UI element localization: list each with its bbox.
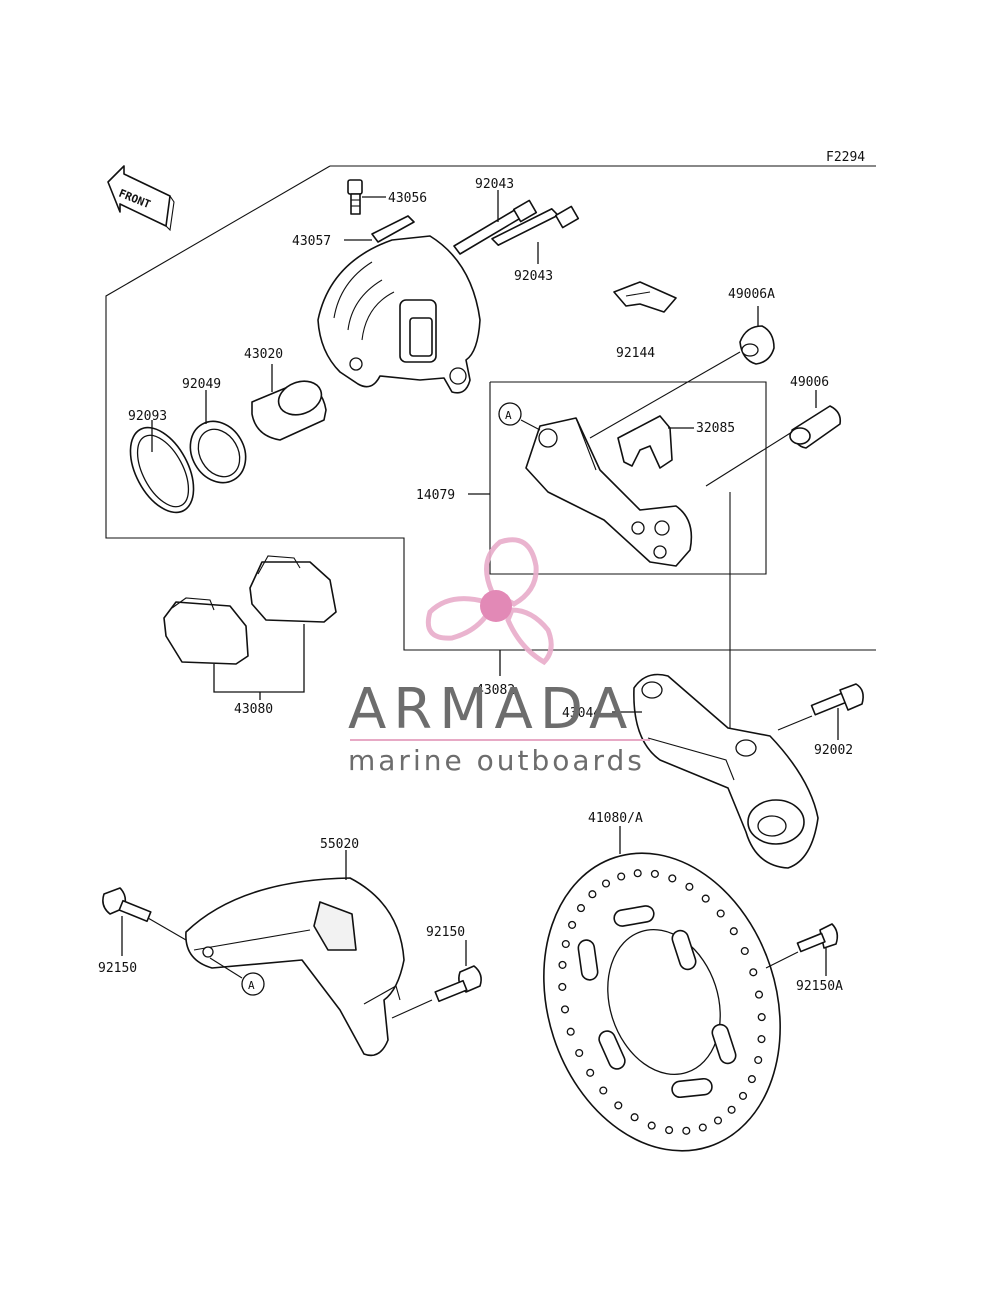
disc-drill-hole: [727, 1105, 736, 1114]
disc-drill-hole: [586, 1068, 595, 1077]
disc-drill-hole: [749, 968, 758, 977]
armada-logo-icon: [425, 537, 554, 666]
brand-name: ARMADA: [348, 677, 634, 742]
callout-41080A: 41080/A: [588, 811, 643, 826]
ref-marker-a-upper: [498, 402, 522, 426]
disc-drill-hole: [729, 927, 738, 936]
callout-92049: 92049: [182, 377, 221, 392]
ref-marker-a-lower-label: A: [248, 979, 255, 992]
callout-43057: 43057: [292, 234, 331, 249]
callout-32085: 32085: [696, 421, 735, 436]
disc-drill-hole: [701, 894, 710, 903]
figure-code: F2294: [826, 150, 865, 165]
disc-drill-hole: [647, 1121, 656, 1130]
disc-drill-hole: [713, 1116, 723, 1125]
disc-drill-hole: [566, 1027, 575, 1036]
piston-seal: [189, 420, 247, 484]
callout-49006: 49006: [790, 375, 829, 390]
front-arrow-icon: FRONT: [107, 165, 175, 232]
anti-rattle-spring: [617, 415, 673, 469]
ref-marker-a-upper-label: A: [505, 409, 512, 422]
caliper-bracket: [525, 417, 693, 567]
disc-drill-hole: [668, 874, 677, 883]
brake-pad-rear: [249, 555, 337, 623]
disc-drill-hole: [685, 882, 694, 891]
callout-43044: 43044: [562, 706, 601, 721]
callout-43020: 43020: [244, 347, 283, 362]
disc-drill-hole: [576, 904, 586, 913]
caliper-group-frame: [105, 165, 876, 651]
disc-drill-hole: [575, 1048, 584, 1058]
caliper-pin-lower: [491, 205, 580, 246]
guard-bolt-right: [434, 965, 482, 1003]
brand-tagline: marine outboards: [348, 744, 645, 777]
disc-drill-hole: [682, 1126, 691, 1135]
disc-drill-hole: [716, 909, 725, 918]
disc-drill-hole: [754, 990, 764, 999]
caliper-holder-arm: [633, 673, 819, 869]
callout-14079: 14079: [416, 488, 455, 503]
disc-drill-hole: [614, 1101, 623, 1110]
disc-drill-hole: [740, 946, 749, 956]
callout-43080: 43082: [476, 683, 515, 698]
bleeder-cap: [371, 215, 415, 243]
disc-drill-hole: [650, 869, 659, 878]
disc-drill-hole: [738, 1091, 748, 1100]
bracket-group-frame: [489, 381, 767, 575]
disc-bolt: [796, 923, 839, 953]
bleeder-valve: [347, 179, 363, 215]
pivot-bolt: [789, 405, 842, 449]
disc-guard: [185, 877, 405, 1057]
disc-drill-hole: [617, 872, 626, 881]
guard-bolt-left: [102, 887, 152, 923]
disc-drill-hole: [747, 1075, 756, 1084]
callout-92043-upper: 92043: [475, 177, 514, 192]
brake-pad-front: [163, 597, 249, 665]
pad-spring: [613, 281, 677, 313]
caliper-pin-upper: [453, 199, 538, 255]
callout-43056: 43056: [388, 191, 427, 206]
caliper-body: [317, 235, 481, 394]
disc-drill-hole: [599, 1086, 608, 1095]
disc-drill-hole: [558, 982, 567, 991]
disc-drill-hole: [568, 920, 577, 929]
callout-92002: 92002: [814, 743, 853, 758]
callout-49006A: 49006A: [728, 287, 775, 302]
dust-seal: [129, 426, 195, 514]
callout-43082: 43080: [234, 702, 273, 717]
disc-drill-hole: [757, 1035, 766, 1044]
disc-drill-hole: [665, 1126, 674, 1135]
disc-drill-hole: [560, 1005, 570, 1014]
caliper-piston: [251, 380, 327, 441]
disc-drill-hole: [633, 869, 642, 878]
brake-disc: [543, 852, 781, 1152]
disc-drill-hole: [698, 1123, 707, 1132]
callout-55020: 55020: [320, 837, 359, 852]
callout-92093: 92093: [128, 409, 167, 424]
disc-drill-hole: [754, 1055, 763, 1065]
disc-drill-hole: [601, 879, 611, 888]
holder-bolt: [810, 683, 864, 716]
callout-92043-lower: 92043: [514, 269, 553, 284]
callout-92150A: 92150A: [796, 979, 843, 994]
disc-drill-hole: [561, 939, 570, 949]
disc-drill-hole: [757, 1013, 766, 1022]
callout-92150-left: 92150: [98, 961, 137, 976]
callout-92150-right: 92150: [426, 925, 465, 940]
rubber-boot: [739, 325, 775, 365]
disc-drill-hole: [588, 890, 597, 899]
ref-marker-a-lower: [241, 972, 265, 996]
disc-drill-hole: [630, 1113, 639, 1122]
callout-92144: 92144: [616, 346, 655, 361]
disc-drill-hole: [558, 960, 567, 969]
